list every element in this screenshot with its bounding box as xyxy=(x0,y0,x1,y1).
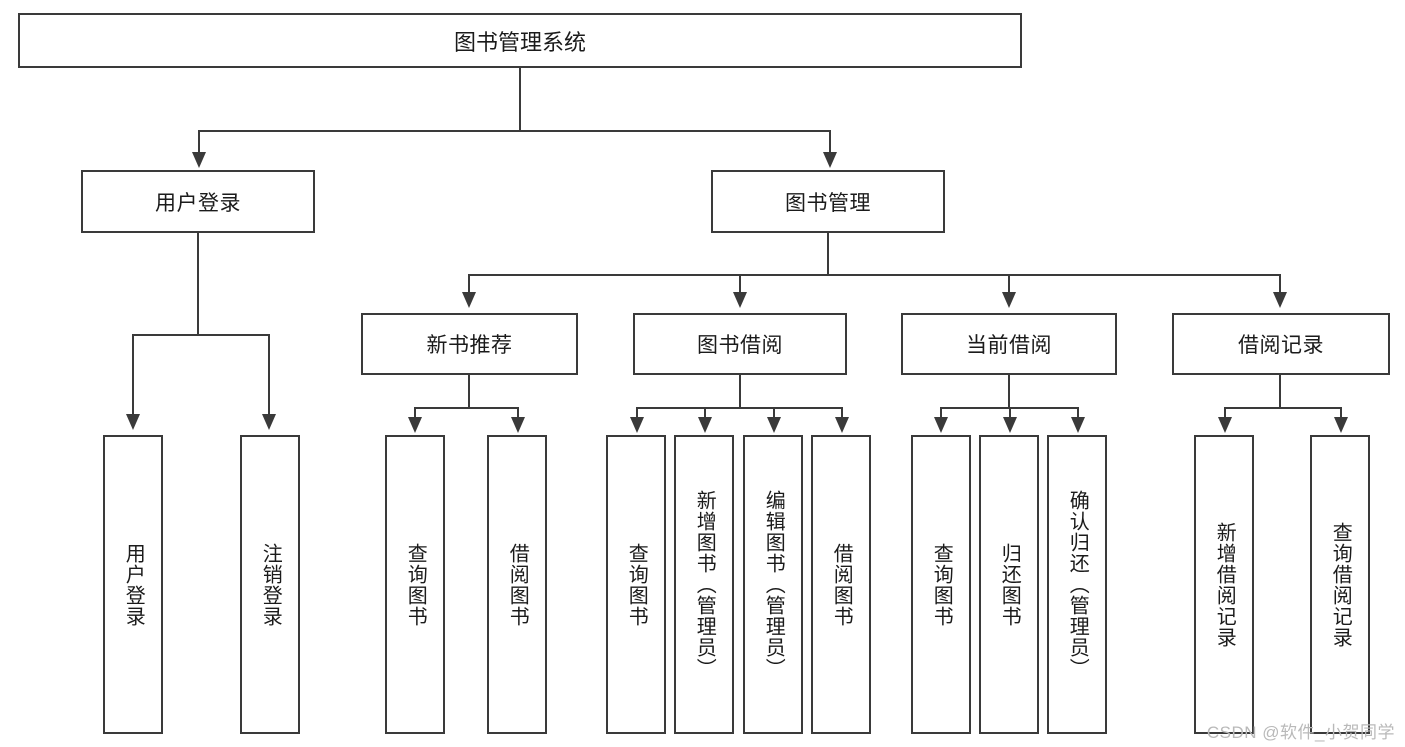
connector-level3-bus xyxy=(468,274,1281,276)
connector-book-borrow-stem xyxy=(739,375,741,408)
connector-to-book-manage xyxy=(829,130,831,153)
connector-to-leaf-logout xyxy=(268,334,270,416)
node-book-manage[interactable]: 图书管理 xyxy=(711,170,945,233)
connector-to-current-borrow xyxy=(1008,274,1010,294)
leaf-bb-edit-book[interactable]: 编辑图书（管理员） xyxy=(743,435,803,734)
connector-book-borrow-bus xyxy=(636,407,842,409)
connector-borrow-record-stem xyxy=(1279,375,1281,408)
leaf-bb-borrow-book[interactable]: 借阅图书 xyxy=(811,435,871,734)
node-new-book-recommend[interactable]: 新书推荐 xyxy=(361,313,578,375)
arrowhead-to-leaf-logout xyxy=(262,414,276,430)
leaf-label: 查询图书 xyxy=(625,542,648,627)
leaf-nb-query-book[interactable]: 查询图书 xyxy=(385,435,445,734)
leaf-label: 查询借阅记录 xyxy=(1329,521,1352,648)
leaf-cb-query-book[interactable]: 查询图书 xyxy=(911,435,971,734)
leaf-br-query-record[interactable]: 查询借阅记录 xyxy=(1310,435,1370,734)
node-root-system[interactable]: 图书管理系统 xyxy=(18,13,1022,68)
node-label: 图书管理系统 xyxy=(453,29,586,55)
watermark-text: CSDN @软件_小贺同学 xyxy=(1206,723,1395,742)
leaf-user-login[interactable]: 用户登录 xyxy=(103,435,163,734)
leaf-cb-confirm-return[interactable]: 确认归还（管理员） xyxy=(1047,435,1107,734)
connector-to-leaf-user-login xyxy=(132,334,134,416)
arrowhead-to-leaf-bb-query xyxy=(630,417,644,433)
arrowhead-to-current-borrow xyxy=(1002,292,1016,308)
connector-to-leaf-bb-query xyxy=(636,407,638,419)
node-current-borrow[interactable]: 当前借阅 xyxy=(901,313,1117,375)
node-label: 图书管理 xyxy=(785,191,871,215)
node-label: 借阅记录 xyxy=(1238,334,1324,357)
connector-to-book-borrow xyxy=(739,274,741,294)
leaf-bb-add-book[interactable]: 新增图书（管理员） xyxy=(674,435,734,734)
node-book-borrow[interactable]: 图书借阅 xyxy=(633,313,847,375)
connector-to-leaf-br-query xyxy=(1340,407,1342,419)
connector-borrow-record-bus xyxy=(1224,407,1341,409)
connector-to-leaf-bb-add xyxy=(704,407,706,419)
leaf-label: 新增图书（管理员） xyxy=(693,490,716,679)
node-label: 当前借阅 xyxy=(966,334,1052,357)
leaf-br-add-record[interactable]: 新增借阅记录 xyxy=(1194,435,1254,734)
node-label: 用户登录 xyxy=(155,191,241,215)
connector-to-new-book xyxy=(468,274,470,294)
leaf-bb-query-book[interactable]: 查询图书 xyxy=(606,435,666,734)
connector-to-leaf-cb-return xyxy=(1009,407,1011,419)
leaf-nb-borrow-book[interactable]: 借阅图书 xyxy=(487,435,547,734)
connector-to-leaf-nb-borrow xyxy=(517,407,519,419)
arrowhead-to-book-manage xyxy=(823,152,837,168)
connector-new-book-bus xyxy=(414,407,518,409)
leaf-logout[interactable]: 注销登录 xyxy=(240,435,300,734)
leaf-label: 编辑图书（管理员） xyxy=(762,490,785,679)
leaf-label: 借阅图书 xyxy=(506,542,529,627)
leaf-label: 新增借阅记录 xyxy=(1213,521,1236,648)
node-label: 新书推荐 xyxy=(426,334,513,357)
connector-user-login-bus xyxy=(132,334,270,336)
connector-to-user-login xyxy=(198,130,200,153)
arrowhead-to-leaf-bb-add xyxy=(698,417,712,433)
connector-level2-bus xyxy=(199,130,831,132)
leaf-label: 查询图书 xyxy=(404,542,427,627)
connector-to-leaf-bb-edit xyxy=(773,407,775,419)
arrowhead-to-book-borrow xyxy=(733,292,747,308)
connector-new-book-stem xyxy=(468,375,470,408)
node-user-login[interactable]: 用户登录 xyxy=(81,170,315,233)
arrowhead-to-leaf-nb-borrow xyxy=(511,417,525,433)
leaf-label: 用户登录 xyxy=(122,542,145,627)
arrowhead-to-user-login xyxy=(192,152,206,168)
arrowhead-to-leaf-cb-confirm xyxy=(1071,417,1085,433)
arrowhead-to-leaf-bb-edit xyxy=(767,417,781,433)
connector-root-stem xyxy=(519,68,521,130)
connector-to-leaf-nb-query xyxy=(414,407,416,419)
connector-to-leaf-br-add xyxy=(1224,407,1226,419)
connector-book-manage-stem xyxy=(827,233,829,275)
leaf-label: 确认归还（管理员） xyxy=(1066,490,1089,679)
arrowhead-to-leaf-bb-borrow xyxy=(835,417,849,433)
leaf-label: 归还图书 xyxy=(998,542,1021,627)
node-borrow-record[interactable]: 借阅记录 xyxy=(1172,313,1390,375)
leaf-label: 查询图书 xyxy=(930,542,953,627)
leaf-label: 借阅图书 xyxy=(830,542,853,627)
node-label: 图书借阅 xyxy=(697,334,783,357)
arrowhead-to-leaf-cb-return xyxy=(1003,417,1017,433)
connector-to-leaf-cb-confirm xyxy=(1077,407,1079,419)
arrowhead-to-leaf-br-add xyxy=(1218,417,1232,433)
connector-to-borrow-record xyxy=(1279,274,1281,294)
leaf-cb-return-book[interactable]: 归还图书 xyxy=(979,435,1039,734)
arrowhead-to-leaf-cb-query xyxy=(934,417,948,433)
arrowhead-to-leaf-br-query xyxy=(1334,417,1348,433)
connector-user-login-stem xyxy=(197,233,199,335)
connector-to-leaf-bb-borrow xyxy=(841,407,843,419)
arrowhead-to-borrow-record xyxy=(1273,292,1287,308)
connector-current-borrow-stem xyxy=(1008,375,1010,408)
arrowhead-to-leaf-nb-query xyxy=(408,417,422,433)
connector-to-leaf-cb-query xyxy=(940,407,942,419)
leaf-label: 注销登录 xyxy=(259,542,282,627)
arrowhead-to-leaf-user-login xyxy=(126,414,140,430)
arrowhead-to-new-book xyxy=(462,292,476,308)
